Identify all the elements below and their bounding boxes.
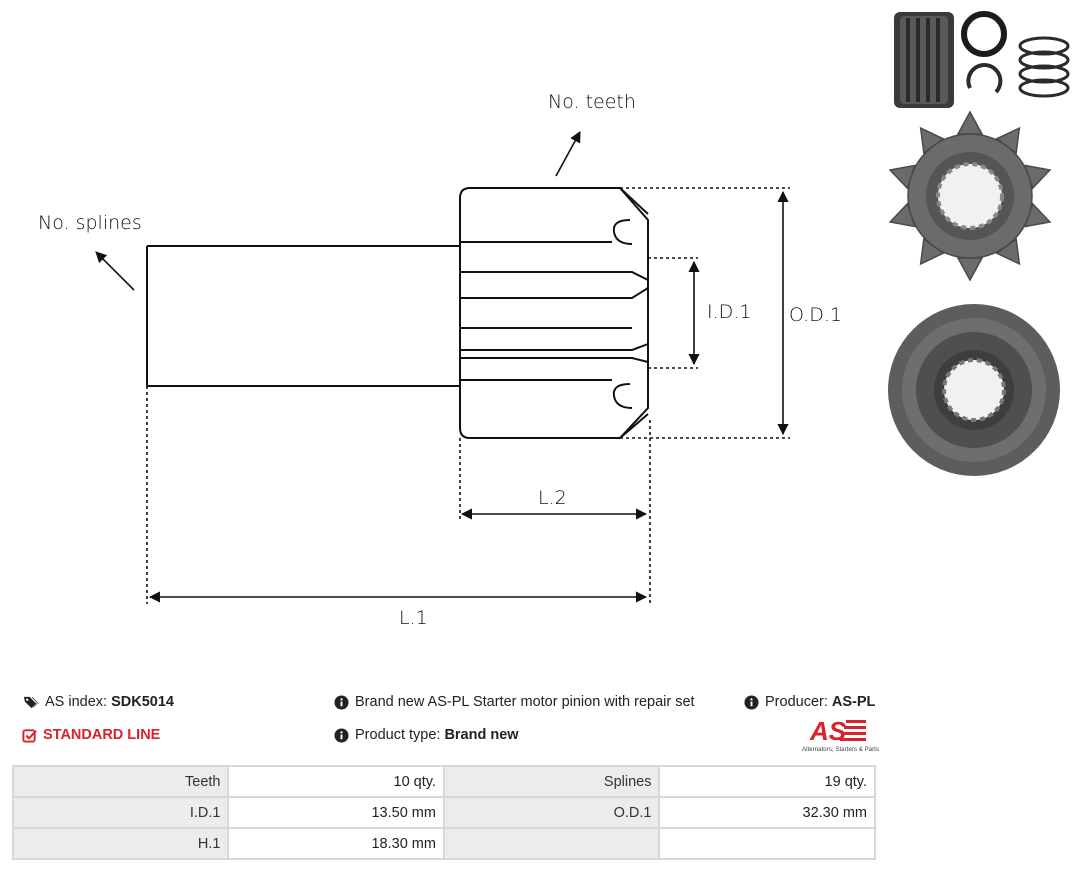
product-type: Product type: Brand new <box>334 727 519 743</box>
logo-mark: AS <box>809 716 847 746</box>
spec-label: Splines <box>442 765 661 798</box>
spec-label: Teeth <box>11 765 230 798</box>
spec-value <box>658 827 876 860</box>
spec-value: 19 qty. <box>658 765 876 798</box>
spec-value: 13.50 mm <box>227 796 445 829</box>
springs-photo <box>1018 36 1070 98</box>
info-circle-icon <box>744 694 759 710</box>
table-row: Teeth 10 qty. Splines 19 qty. <box>11 765 876 798</box>
as-index-value: SDK5014 <box>111 694 174 710</box>
product-description: Brand new AS-PL Starter motor pinion wit… <box>334 694 695 710</box>
spec-label: H.1 <box>11 827 230 860</box>
spec-label: I.D.1 <box>11 796 230 829</box>
spec-value: 18.30 mm <box>227 827 445 860</box>
product-type-value: Brand new <box>444 727 519 743</box>
table-row: I.D.1 13.50 mm O.D.1 32.30 mm <box>11 796 876 829</box>
check-square-icon <box>22 728 37 743</box>
info-circle-icon <box>334 727 349 743</box>
standard-line-label: STANDARD LINE <box>43 727 161 743</box>
as-index-label: AS index: <box>45 694 108 710</box>
standard-line-badge[interactable]: STANDARD LINE <box>22 727 160 743</box>
info-circle-icon <box>334 694 349 710</box>
spec-label: O.D.1 <box>442 796 661 829</box>
producer-label: Producer: <box>765 694 828 710</box>
seal-ring-photo <box>961 11 1007 94</box>
table-row: H.1 18.30 mm <box>11 827 876 860</box>
spec-value: 10 qty. <box>227 765 445 798</box>
pinion-back-photo <box>888 304 1060 476</box>
label-l2: L.2 <box>538 487 567 509</box>
label-od1: O.D.1 <box>789 304 842 326</box>
as-pl-logo: AS Alternators, Starters & Parts <box>790 716 880 754</box>
spec-label <box>442 827 661 860</box>
label-no-splines: No. splines <box>38 212 142 234</box>
label-id1: I.D.1 <box>707 301 751 323</box>
tags-icon <box>23 696 38 708</box>
producer: Producer: AS-PL <box>744 694 875 710</box>
pinion-gear-photo <box>888 110 1052 282</box>
as-index: AS index: SDK5014 <box>22 694 174 710</box>
label-l1: L.1 <box>399 607 428 629</box>
specs-table: Teeth 10 qty. Splines 19 qty. I.D.1 13.5… <box>11 765 876 860</box>
spec-value: 32.30 mm <box>658 796 876 829</box>
logo-tagline: Alternators, Starters & Parts <box>802 746 879 753</box>
producer-value: AS-PL <box>831 694 876 710</box>
label-no-teeth: No. teeth <box>548 91 636 113</box>
product-type-label: Product type: <box>355 727 441 743</box>
description-text: Brand new AS-PL Starter motor pinion wit… <box>355 694 695 710</box>
roller-bearing-photo <box>894 12 954 108</box>
product-photos <box>888 11 1070 476</box>
pinion-technical-drawing: No. teeth No. splines I.D.1 O.D.1 L.2 L.… <box>38 91 842 629</box>
